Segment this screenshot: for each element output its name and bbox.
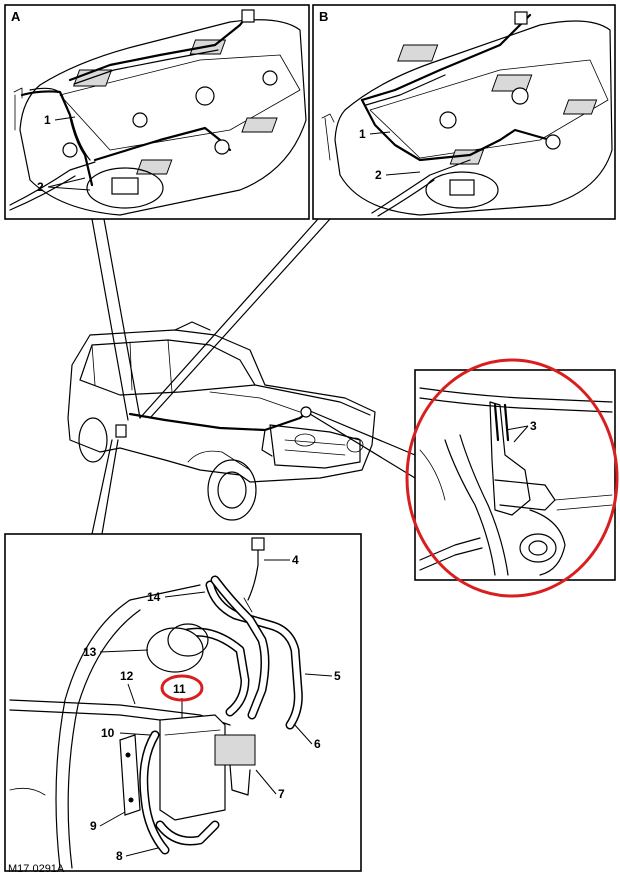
detail-bracket-drawing [419, 387, 613, 576]
callout-11-highlight [160, 674, 204, 702]
bottom-callout-6: 6 [314, 737, 321, 751]
vehicle-drawing [67, 321, 376, 521]
connector-lines [91, 218, 416, 535]
bottom-callout-5: 5 [334, 669, 341, 683]
panel-a-fuel-tank-drawing [9, 9, 307, 216]
panel-b-callout-2: 2 [375, 168, 382, 182]
detail-highlight-circle [405, 358, 619, 598]
bottom-callout-11: 11 [173, 682, 186, 696]
panel-b-callout-1: 1 [359, 127, 366, 141]
panel-b-letter: B [319, 9, 328, 24]
bottom-callout-8: 8 [116, 849, 123, 863]
panel-a: A 1 2 [4, 4, 310, 220]
bottom-callout-4: 4 [292, 553, 299, 567]
panel-a-callout-1: 1 [44, 113, 51, 127]
bottom-callout-7: 7 [278, 787, 285, 801]
panel-detail: 3 [405, 358, 619, 598]
panel-bottom: 4 5 6 7 8 9 10 11 12 13 14 [4, 533, 362, 872]
panel-b-fuel-tank-drawing [321, 11, 613, 217]
bottom-callout-10: 10 [101, 726, 115, 740]
bottom-callout-12: 12 [120, 669, 134, 683]
bottom-callouts: 4 5 6 7 8 9 10 11 12 13 14 [83, 553, 341, 863]
detail-callouts: 3 [505, 419, 537, 443]
detail-callout-3: 3 [530, 419, 537, 433]
panel-a-callouts: 1 2 [37, 113, 91, 194]
panel-b-callouts: 1 2 [359, 127, 421, 182]
panel-a-callout-2: 2 [37, 180, 44, 194]
panel-detail-frame [414, 369, 616, 581]
panel-b: B 1 2 [312, 4, 616, 220]
bottom-callout-14: 14 [147, 590, 161, 604]
bottom-canister-drawing [9, 537, 303, 869]
bottom-callout-9: 9 [90, 819, 97, 833]
bottom-callout-13: 13 [83, 645, 97, 659]
figure-reference: M17 0291A [8, 863, 65, 875]
panel-a-letter: A [11, 9, 21, 24]
